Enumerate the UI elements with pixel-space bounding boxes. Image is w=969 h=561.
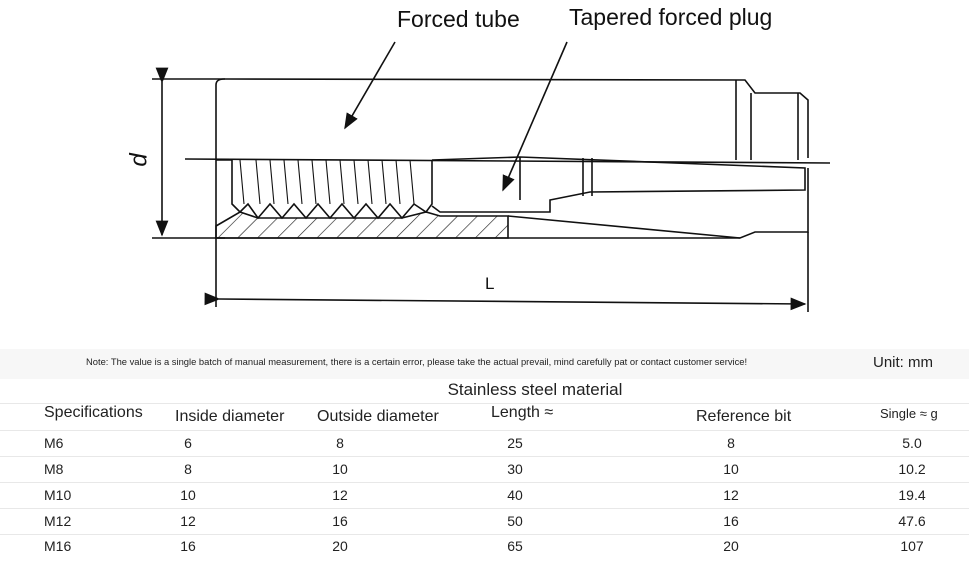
cell-spec: M12 xyxy=(44,513,72,529)
cell-outside: 12 xyxy=(332,487,348,503)
cell-bit: 8 xyxy=(727,435,735,451)
center-line xyxy=(184,158,831,164)
length-label: L xyxy=(485,274,495,293)
header-length: Length ≈ xyxy=(491,404,554,421)
cell-weight: 19.4 xyxy=(898,487,926,503)
cell-weight: 5.0 xyxy=(902,435,922,451)
thread-profile xyxy=(216,159,433,220)
table-title: Stainless steel material xyxy=(447,380,623,399)
cell-outside: 8 xyxy=(336,435,344,451)
dimension-L-line xyxy=(204,292,807,311)
cell-length: 25 xyxy=(507,435,523,451)
header-inside-diameter: Inside diameter xyxy=(175,408,285,425)
cell-length: 30 xyxy=(507,461,523,477)
leader-forced-tube xyxy=(344,41,396,130)
cell-weight: 107 xyxy=(900,538,924,554)
cell-weight: 10.2 xyxy=(898,461,926,477)
unit-label: Unit: mm xyxy=(873,354,933,371)
table-divider xyxy=(0,534,969,535)
cell-outside: 16 xyxy=(332,513,348,529)
header-single-weight: Single ≈ g xyxy=(880,406,938,421)
cell-outside: 20 xyxy=(332,538,348,554)
header-reference-bit: Reference bit xyxy=(696,408,792,425)
cell-spec: M16 xyxy=(44,538,72,554)
cell-length: 65 xyxy=(507,538,523,554)
cell-bit: 20 xyxy=(723,538,739,554)
cell-outside: 10 xyxy=(332,461,348,477)
cell-inside: 12 xyxy=(180,513,196,529)
table-divider xyxy=(0,456,969,457)
forced-tube-label: Forced tube xyxy=(397,6,520,32)
measurement-note: Note: The value is a single batch of man… xyxy=(86,356,748,367)
cell-inside: 6 xyxy=(184,435,192,451)
tube-outline xyxy=(215,78,809,239)
table-divider xyxy=(0,403,969,404)
cell-spec: M10 xyxy=(44,487,72,503)
hatched-wall xyxy=(215,211,509,239)
cell-length: 40 xyxy=(507,487,523,503)
leader-tapered-plug xyxy=(502,41,568,192)
cell-inside: 16 xyxy=(180,538,196,554)
table-divider xyxy=(0,482,969,483)
header-specifications: Specifications xyxy=(44,404,143,421)
cell-bit: 12 xyxy=(723,487,739,503)
cell-spec: M8 xyxy=(44,461,64,477)
tapered-plug xyxy=(431,156,806,213)
cell-bit: 16 xyxy=(723,513,739,529)
table-divider xyxy=(0,508,969,509)
anchor-cross-section-drawing xyxy=(152,41,831,312)
table-divider xyxy=(0,430,969,431)
diameter-label: d xyxy=(125,153,153,167)
cell-length: 50 xyxy=(507,513,523,529)
tapered-plug-label: Tapered forced plug xyxy=(569,4,773,30)
header-outside-diameter: Outside diameter xyxy=(317,408,439,425)
cell-bit: 10 xyxy=(723,461,739,477)
cell-inside: 10 xyxy=(180,487,196,503)
cell-spec: M6 xyxy=(44,435,64,451)
note-band xyxy=(0,349,969,379)
cell-inside: 8 xyxy=(184,461,192,477)
cell-weight: 47.6 xyxy=(898,513,926,529)
